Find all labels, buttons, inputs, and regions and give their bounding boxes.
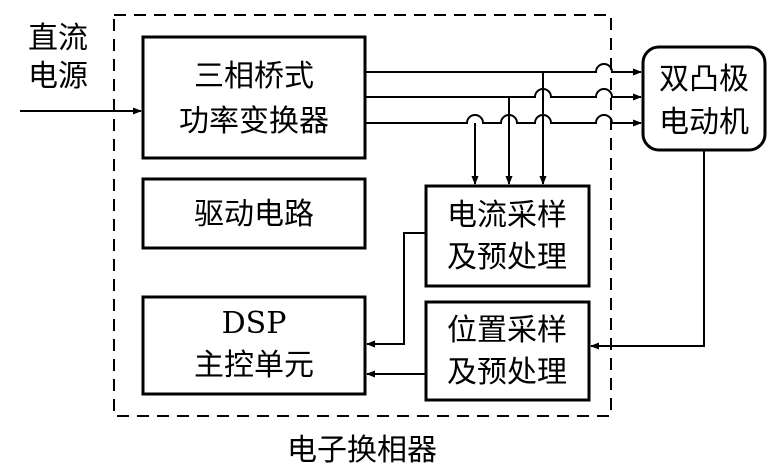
position-sampling-label-line2: 及预处理 — [447, 355, 567, 390]
dsp-label-line1: DSP — [222, 306, 287, 341]
commutator-boundary — [113, 14, 612, 417]
dc-source-label-line1: 直流 — [28, 21, 88, 56]
dsp-block — [141, 295, 367, 396]
current-sampling-block — [424, 184, 591, 288]
driver-block — [141, 177, 367, 250]
motor-feedback-line — [590, 150, 705, 350]
position-sampling-label-line1: 位置采样 — [447, 313, 567, 348]
dc-source-label-line2: 电源 — [28, 59, 88, 94]
commutator-label: 电子换相器 — [287, 433, 437, 468]
phase-line-a — [365, 63, 642, 76]
current-sampling-label-line2: 及预处理 — [447, 240, 567, 275]
position-sampling-block — [424, 300, 591, 402]
current-sampling-label-line1: 电流采样 — [447, 198, 567, 233]
phase-line-c — [365, 114, 642, 127]
converter-block — [141, 35, 367, 160]
motor-label-line2: 电动机 — [659, 105, 749, 140]
converter-label-line2: 功率变换器 — [179, 104, 329, 139]
dsp-label-line2: 主控单元 — [194, 348, 314, 383]
converter-label-line1: 三相桥式 — [194, 59, 314, 94]
driver-label: 驱动电路 — [194, 197, 314, 232]
current-to-dsp-line — [366, 232, 426, 348]
phase-line-b — [365, 88, 642, 101]
motor-label-line1: 双凸极 — [659, 62, 749, 97]
